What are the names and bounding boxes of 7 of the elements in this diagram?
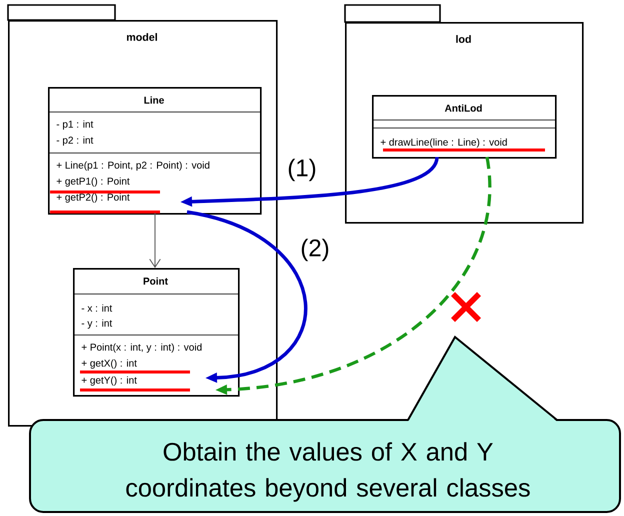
edge-label: (2) bbox=[299, 237, 331, 262]
arrow bbox=[186, 210, 308, 383]
class-box: Line - p1 : int - p2 : int + Line(p1 : Point, p2 : Point) : void + getP1() : Point + getP2() : Point bbox=[48, 87, 262, 215]
arrow bbox=[149, 212, 161, 268]
edge-label: (1) bbox=[286, 157, 318, 182]
class-box: AntiLod + drawLine(line : Line) : void bbox=[372, 95, 557, 159]
class-box: Point - x : int - y : int + Point(x : int, y : int) : void + getX() : int + getY() : int bbox=[72, 268, 240, 397]
